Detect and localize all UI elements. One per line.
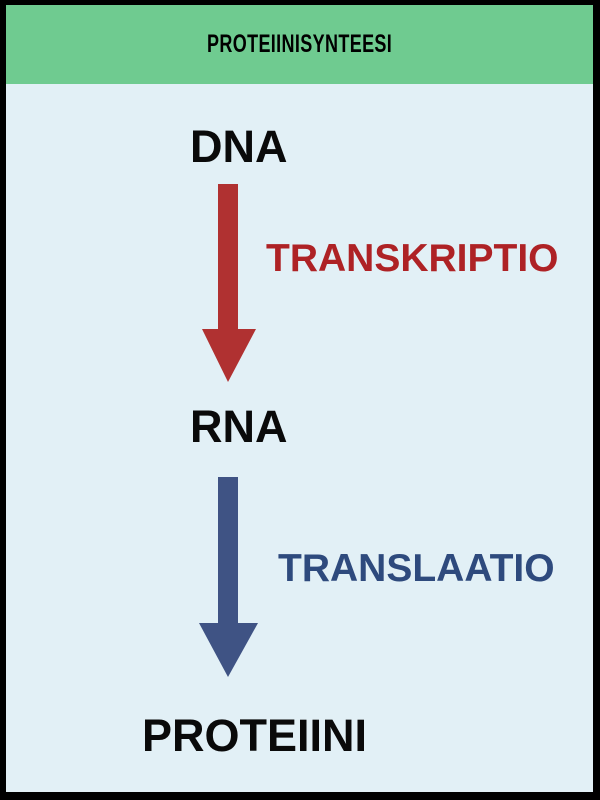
transcription-arrow-icon <box>202 184 256 382</box>
page-title: PROTEIINISYNTEESI <box>206 30 393 58</box>
node-label-rna: RNA <box>190 401 288 452</box>
translation-arrow-icon <box>199 477 258 677</box>
node-label-dna: DNA <box>190 121 288 172</box>
edge-label-translation: TRANSLAATIO <box>278 547 555 590</box>
diagram-canvas: DNA TRANSKRIPTIO RNA TRANSLAATIO PROTEII… <box>6 84 593 792</box>
header-bar: PROTEIINISYNTEESI <box>6 5 593 84</box>
node-label-protein: PROTEIINI <box>142 710 368 761</box>
edge-label-transcription: TRANSKRIPTIO <box>266 237 559 280</box>
